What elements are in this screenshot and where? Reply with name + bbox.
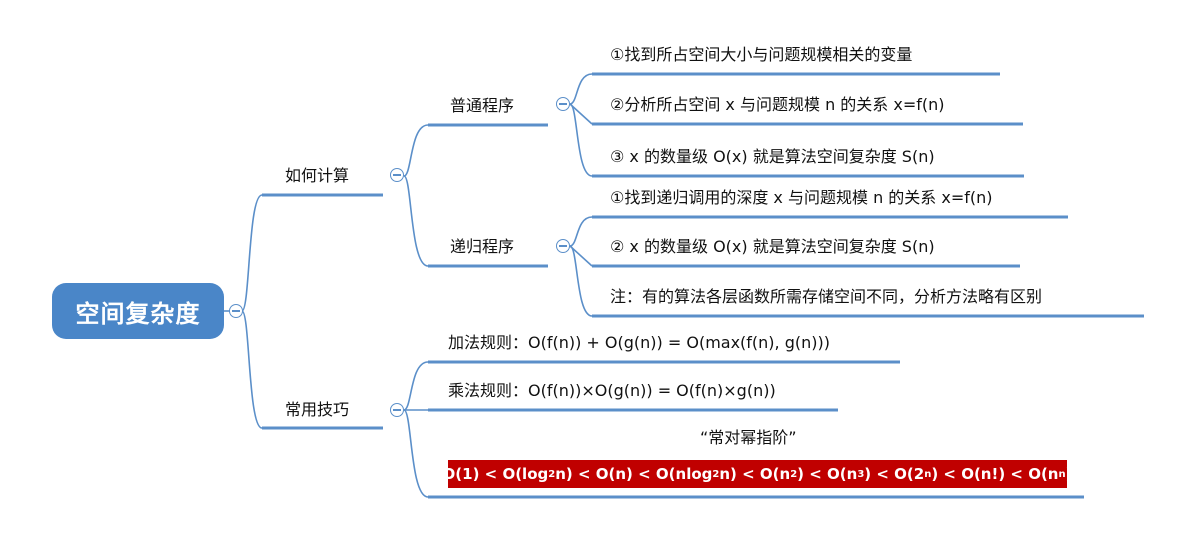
connector-rec-1: [569, 216, 593, 247]
leaf-tips-order[interactable]: “常对幂指阶”: [700, 428, 797, 447]
connector-rec-3: [569, 245, 593, 317]
connector-calc-recursive: [403, 175, 429, 267]
connector-tips-3: [403, 409, 429, 498]
formula-part: n) < O(n) < O(nlog: [555, 465, 713, 483]
formula-sup: n: [924, 468, 932, 480]
leaf-tips-add[interactable]: 加法规则：O(f(n)) + O(g(n)) = O(max(f(n), g(n…: [448, 333, 830, 352]
collapse-icon[interactable]: [390, 168, 404, 182]
connector-normal-3: [569, 103, 593, 177]
root-node[interactable]: 空间复杂度: [52, 283, 224, 339]
formula-sub: 2: [712, 468, 720, 480]
connector-normal-2: [569, 103, 593, 125]
connector-tips-1: [403, 361, 429, 411]
leaf-tips-mul[interactable]: 乘法规则：O(f(n))×O(g(n)) = O(f(n)×g(n)): [448, 381, 776, 400]
node-normal[interactable]: 普通程序: [450, 96, 515, 115]
formula-sup: n: [1058, 468, 1066, 480]
connector-rec-2: [569, 245, 593, 267]
formula-part: O(1) < O(log: [442, 465, 549, 483]
leaf-normal-2[interactable]: ②分析所占空间 x 与问题规模 n 的关系 x=f(n): [610, 95, 945, 114]
leaf-normal-1[interactable]: ①找到所占空间大小与问题规模相关的变量: [610, 45, 913, 64]
formula-sup: 3: [857, 468, 865, 480]
formula-part: ) < O(n!) < O(n: [931, 465, 1059, 483]
leaf-normal-3[interactable]: ③ x 的数量级 O(x) 就是算法空间复杂度 S(n): [610, 147, 935, 166]
leaf-rec-3[interactable]: 注：有的算法各层函数所需存储空间不同，分析方法略有区别: [610, 287, 1043, 306]
node-tips[interactable]: 常用技巧: [285, 400, 350, 419]
formula-sub: 2: [548, 468, 556, 480]
leaf-rec-2[interactable]: ② x 的数量级 O(x) 就是算法空间复杂度 S(n): [610, 237, 935, 256]
formula-part: ): [1065, 465, 1073, 483]
connector-calc-normal: [403, 124, 429, 177]
collapse-icon[interactable]: [229, 304, 243, 318]
formula-part: n) < O(n: [719, 465, 791, 483]
formula-part: ) < O(2: [864, 465, 925, 483]
leaf-rec-1[interactable]: ①找到递归调用的深度 x 与问题规模 n 的关系 x=f(n): [610, 188, 993, 207]
collapse-icon[interactable]: [390, 403, 404, 417]
connector-normal-1: [569, 73, 593, 105]
node-calc[interactable]: 如何计算: [285, 166, 350, 185]
connector-root-tips: [241, 310, 263, 429]
formula-part: ) < O(n: [797, 465, 858, 483]
formula-sup: 2: [790, 468, 798, 480]
collapse-icon[interactable]: [556, 97, 570, 111]
connector-root-calc: [241, 194, 263, 312]
collapse-icon[interactable]: [556, 239, 570, 253]
node-recursive[interactable]: 递归程序: [450, 237, 515, 256]
